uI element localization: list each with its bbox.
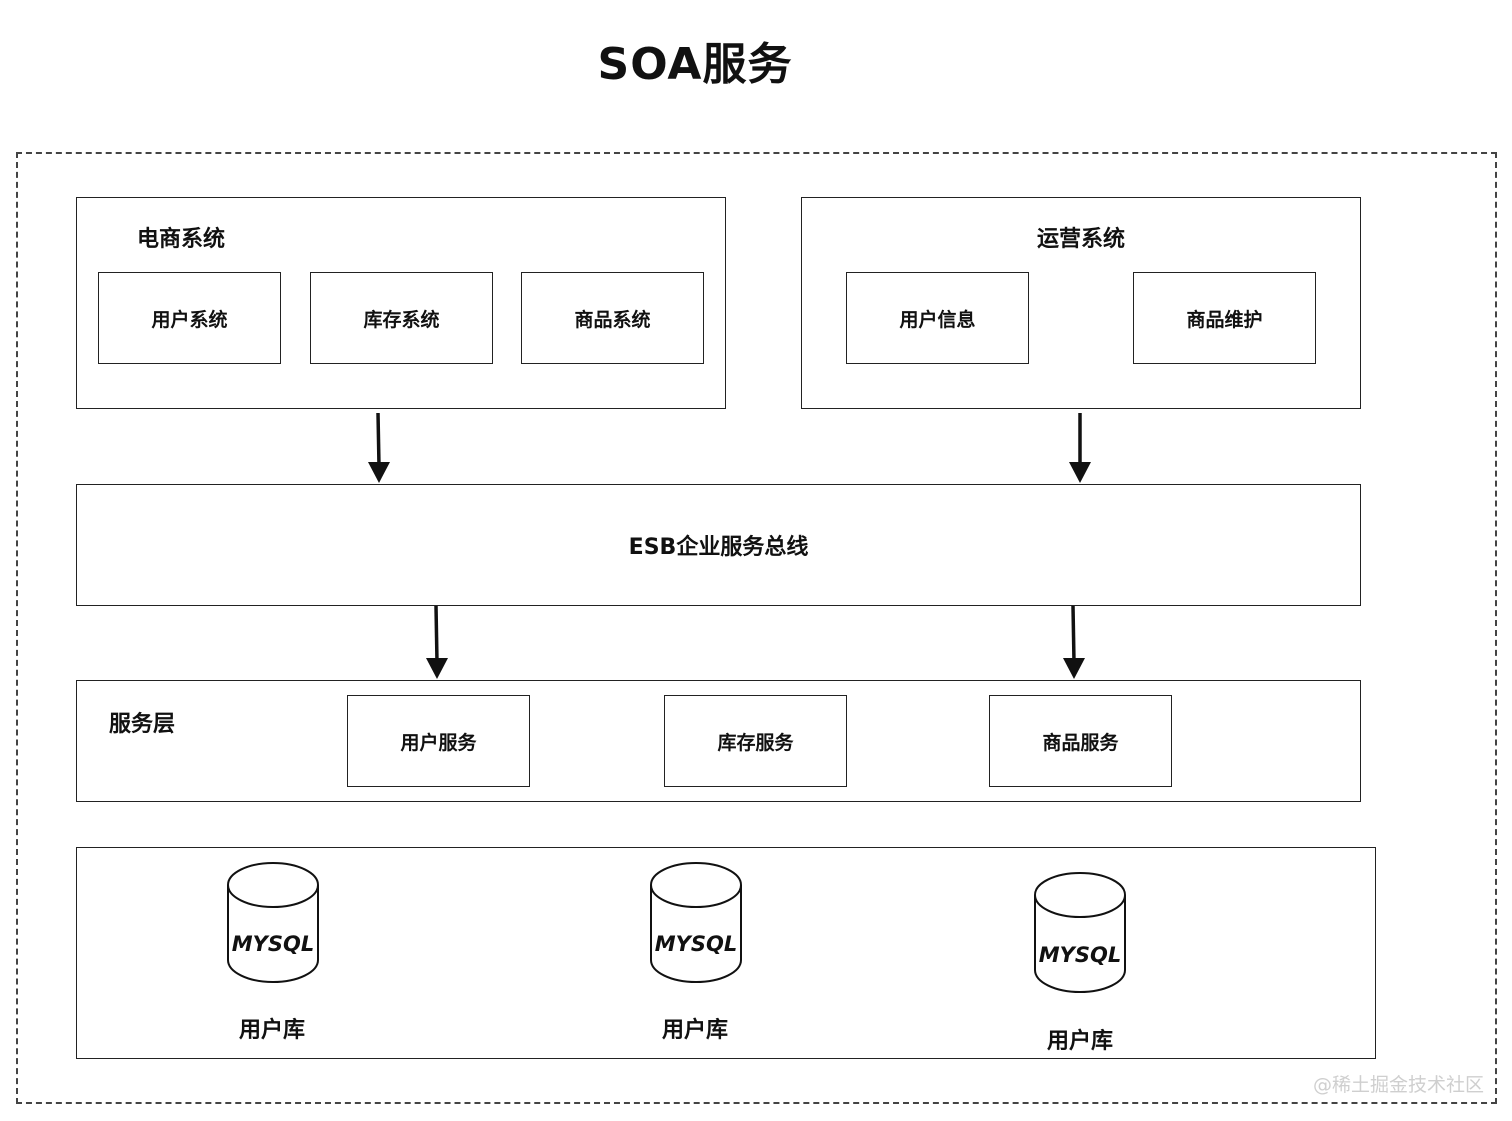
arrow-ecommerce-to-esb <box>368 412 390 483</box>
database-cylinder-3 <box>1034 872 1126 993</box>
database-caption: 用户库 <box>661 1018 728 1043</box>
inventory-system-box: 库存系统 <box>310 272 493 364</box>
esb-bus-panel: ESB企业服务总线 <box>76 484 1361 606</box>
database-caption: 用户库 <box>238 1018 305 1043</box>
arrow-esb-to-user-service <box>426 605 448 679</box>
user-info-box: 用户信息 <box>846 272 1029 364</box>
product-system-box: 商品系统 <box>521 272 704 364</box>
diagram-title: SOA服务 <box>597 39 793 90</box>
watermark-text: @稀土掘金技术社区 <box>1312 1074 1484 1096</box>
ecommerce-system-label: 电商系统 <box>137 227 226 252</box>
arrow-esb-to-product-service <box>1063 605 1085 679</box>
database-engine-label: MYSQL <box>1039 943 1121 967</box>
service-layer-label: 服务层 <box>109 712 176 737</box>
database-caption: 用户库 <box>1046 1029 1113 1054</box>
database-engine-label: MYSQL <box>232 932 314 956</box>
soa-boundary <box>16 152 1497 1104</box>
inventory-service-box: 库存服务 <box>664 695 847 787</box>
operations-system-label: 运营系统 <box>1036 227 1125 252</box>
database-cylinder-2 <box>650 862 742 983</box>
product-service-box: 商品服务 <box>989 695 1172 787</box>
database-engine-label: MYSQL <box>655 932 737 956</box>
product-maintenance-box: 商品维护 <box>1133 272 1316 364</box>
user-system-box: 用户系统 <box>98 272 281 364</box>
database-cylinder-1 <box>227 862 319 983</box>
user-service-box: 用户服务 <box>347 695 530 787</box>
esb-bus-label: ESB企业服务总线 <box>628 535 809 560</box>
arrow-operations-to-esb <box>1069 413 1091 483</box>
